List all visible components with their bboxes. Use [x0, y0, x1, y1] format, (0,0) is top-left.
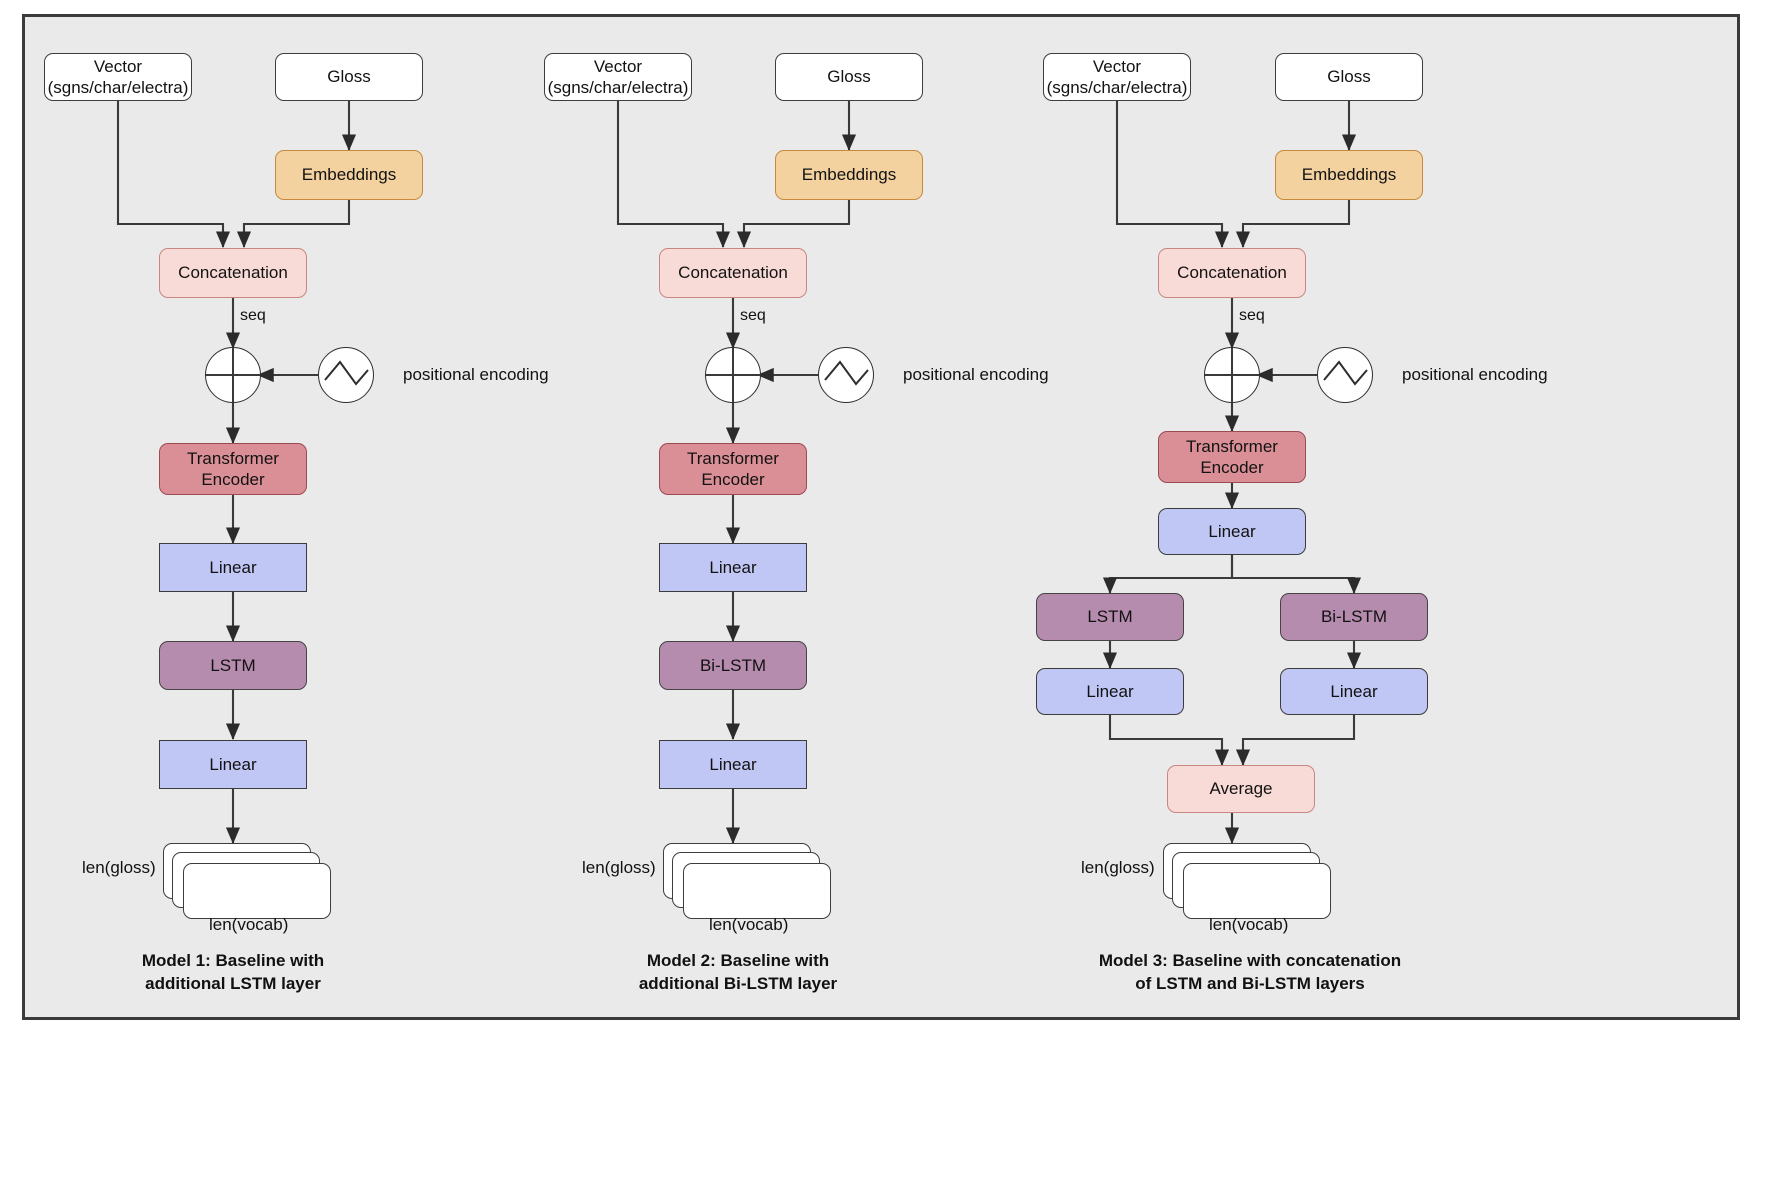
model-1-caption: Model 1: Baseline with additional LSTM l…: [83, 950, 383, 996]
model-3-vector-label: Vector (sgns/char/electra): [1047, 56, 1188, 99]
model-3-concatenation-node[interactable]: Concatenation: [1158, 248, 1306, 298]
model-1-vector-node[interactable]: Vector (sgns/char/electra): [44, 53, 192, 101]
model-2-embeddings-node[interactable]: Embeddings: [775, 150, 923, 200]
model-1-linear-node-2[interactable]: Linear: [159, 740, 307, 789]
model-1-encoder-label: Transformer Encoder: [187, 448, 279, 491]
model-2-len-vocab-label: len(vocab): [709, 915, 789, 934]
model-2-transformer-encoder-node[interactable]: Transformer Encoder: [659, 443, 807, 495]
model-1-lstm-node[interactable]: LSTM: [159, 641, 307, 690]
model-3-seq-label: seq: [1239, 307, 1265, 324]
model-3-caption-line-1: Model 3: Baseline with concatenation: [1098, 951, 1402, 970]
model-1-transformer-encoder-node[interactable]: Transformer Encoder: [159, 443, 307, 495]
model-3-average-node[interactable]: Average: [1167, 765, 1315, 813]
model-3-encoder-label: Transformer Encoder: [1186, 436, 1278, 479]
model-3-positional-encoding-label: positional encoding: [1402, 365, 1548, 384]
model-2-vector-label: Vector (sgns/char/electra): [548, 56, 689, 99]
encoder-line-1: Transformer: [1186, 436, 1278, 456]
encoder-line-2: Encoder: [701, 470, 765, 489]
model-2-seq-label: seq: [740, 307, 766, 324]
encoder-line-2: Encoder: [201, 470, 265, 489]
model-3-caption-line-2: of LSTM and Bi-LSTM layers: [1135, 973, 1365, 993]
model-2-add-circle: [705, 347, 761, 403]
model-3-linear-node-shared[interactable]: Linear: [1158, 508, 1306, 555]
model-1-positional-encoding-label: positional encoding: [403, 365, 549, 384]
model-3-positional-encoding-circle: [1317, 347, 1373, 403]
model-1-vector-label: Vector (sgns/char/electra): [48, 56, 189, 99]
model-2-linear-node-2[interactable]: Linear: [659, 740, 807, 789]
model-3-len-vocab-label: len(vocab): [1209, 915, 1289, 934]
model-1-add-circle: [205, 347, 261, 403]
model-1-caption-line-2: additional LSTM layer: [145, 973, 321, 993]
model-2-positional-encoding-label: positional encoding: [903, 365, 1049, 384]
model-3-linear-node-right[interactable]: Linear: [1280, 668, 1428, 715]
model-1-gloss-node[interactable]: Gloss: [275, 53, 423, 101]
model-2-vector-node[interactable]: Vector (sgns/char/electra): [544, 53, 692, 101]
vector-line-1: Vector: [1092, 56, 1142, 76]
model-3-vector-node[interactable]: Vector (sgns/char/electra): [1043, 53, 1191, 101]
model-3-output-stack[interactable]: [1163, 843, 1343, 923]
model-1-positional-encoding-circle: [318, 347, 374, 403]
model-1-concatenation-node[interactable]: Concatenation: [159, 248, 307, 298]
model-2-positional-encoding-circle: [818, 347, 874, 403]
model-1-seq-label: seq: [240, 307, 266, 324]
model-1-linear-node-1[interactable]: Linear: [159, 543, 307, 592]
model-3-transformer-encoder-node[interactable]: Transformer Encoder: [1158, 431, 1306, 483]
model-3-caption: Model 3: Baseline with concatenation of …: [1040, 950, 1460, 996]
model-3-len-gloss-label: len(gloss): [1081, 858, 1155, 877]
model-2-linear-node-1[interactable]: Linear: [659, 543, 807, 592]
vector-line-2: (sgns/char/electra): [47, 78, 189, 97]
model-1-len-vocab-label: len(vocab): [209, 915, 289, 934]
encoder-line-1: Transformer: [187, 448, 279, 468]
model-2-encoder-label: Transformer Encoder: [687, 448, 779, 491]
model-3-gloss-node[interactable]: Gloss: [1275, 53, 1423, 101]
encoder-line-1: Transformer: [687, 448, 779, 468]
model-2-len-gloss-label: len(gloss): [582, 858, 656, 877]
model-1-output-stack[interactable]: [163, 843, 343, 923]
output-sheet-front: [683, 863, 831, 919]
model-2-bilstm-node[interactable]: Bi-LSTM: [659, 641, 807, 690]
vector-line-1: Vector: [93, 56, 143, 76]
model-2-output-stack[interactable]: [663, 843, 843, 923]
encoder-line-2: Encoder: [1200, 458, 1264, 477]
model-3-add-circle: [1204, 347, 1260, 403]
vector-line-2: (sgns/char/electra): [1046, 78, 1188, 97]
output-sheet-front: [183, 863, 331, 919]
vector-line-1: Vector: [593, 56, 643, 76]
model-3-linear-node-left[interactable]: Linear: [1036, 668, 1184, 715]
model-3-lstm-node[interactable]: LSTM: [1036, 593, 1184, 641]
model-2-concatenation-node[interactable]: Concatenation: [659, 248, 807, 298]
model-2-gloss-node[interactable]: Gloss: [775, 53, 923, 101]
output-sheet-front: [1183, 863, 1331, 919]
model-1-caption-line-1: Model 1: Baseline with: [141, 951, 325, 970]
vector-line-2: (sgns/char/electra): [547, 78, 689, 97]
model-2-caption: Model 2: Baseline with additional Bi-LST…: [583, 950, 893, 996]
model-2-caption-line-1: Model 2: Baseline with: [646, 951, 830, 970]
model-3-embeddings-node[interactable]: Embeddings: [1275, 150, 1423, 200]
model-3-bilstm-node[interactable]: Bi-LSTM: [1280, 593, 1428, 641]
model-1-embeddings-node[interactable]: Embeddings: [275, 150, 423, 200]
model-2-caption-line-2: additional Bi-LSTM layer: [638, 973, 838, 993]
model-1-len-gloss-label: len(gloss): [82, 858, 156, 877]
